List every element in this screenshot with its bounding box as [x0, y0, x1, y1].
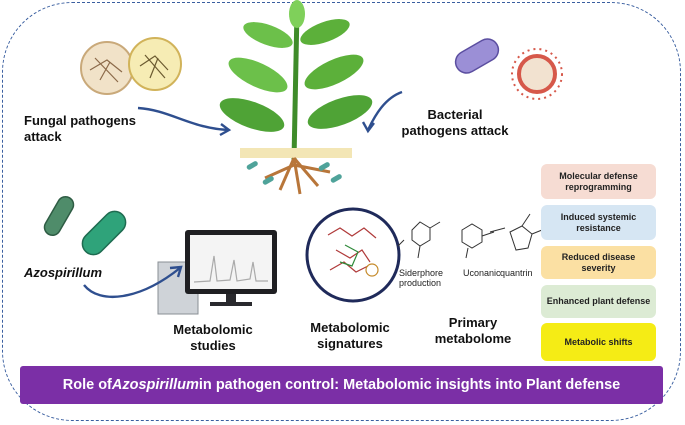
- bacteria-icon: [454, 38, 563, 100]
- outcome-box: Molecular defense reprogramming: [541, 164, 656, 199]
- plant-icon: [219, 0, 373, 195]
- outcome-box: Metabolic shifts: [541, 323, 656, 361]
- chemical-structure-icon: [397, 213, 543, 259]
- banner-prefix: Role of: [62, 377, 112, 393]
- outcome-box: Enhanced plant defense: [541, 285, 656, 318]
- molecule-circle-icon: [305, 207, 401, 303]
- quantrin-label: quantrin: [500, 268, 533, 278]
- arrow-icon: [83, 90, 403, 299]
- banner-italic: Azospirillum: [111, 377, 199, 393]
- outcome-box: Induced systemic resistance: [541, 205, 656, 240]
- siderphore-label: Siderphore production: [399, 268, 444, 288]
- azospirillum-bacteria-icon: [43, 195, 127, 256]
- fungal-pathogens-label: Fungal pathogens attack: [24, 113, 136, 144]
- uconanic-label: Uconanic: [463, 268, 501, 278]
- metabolomic-studies-label: Metabolomic studies: [173, 322, 253, 353]
- fungal-spore-icon: [80, 37, 182, 95]
- azospirillum-label: Azospirillum: [24, 265, 103, 280]
- computer-icon: [157, 230, 277, 315]
- primary-metabolome-label: Primary metabolome: [434, 315, 512, 346]
- dashed-frame: [2, 2, 681, 421]
- metabolomic-signatures-label: Metabolomic signatures: [310, 320, 390, 351]
- outcome-box: Reduced disease severity: [541, 246, 656, 279]
- bacterial-pathogens-label: Bacterial pathogens attack: [401, 107, 509, 138]
- banner-suffix: in pathogen control: Metabolomic insight…: [198, 377, 621, 393]
- title-banner: Role of Azospirillum in pathogen control…: [20, 366, 663, 404]
